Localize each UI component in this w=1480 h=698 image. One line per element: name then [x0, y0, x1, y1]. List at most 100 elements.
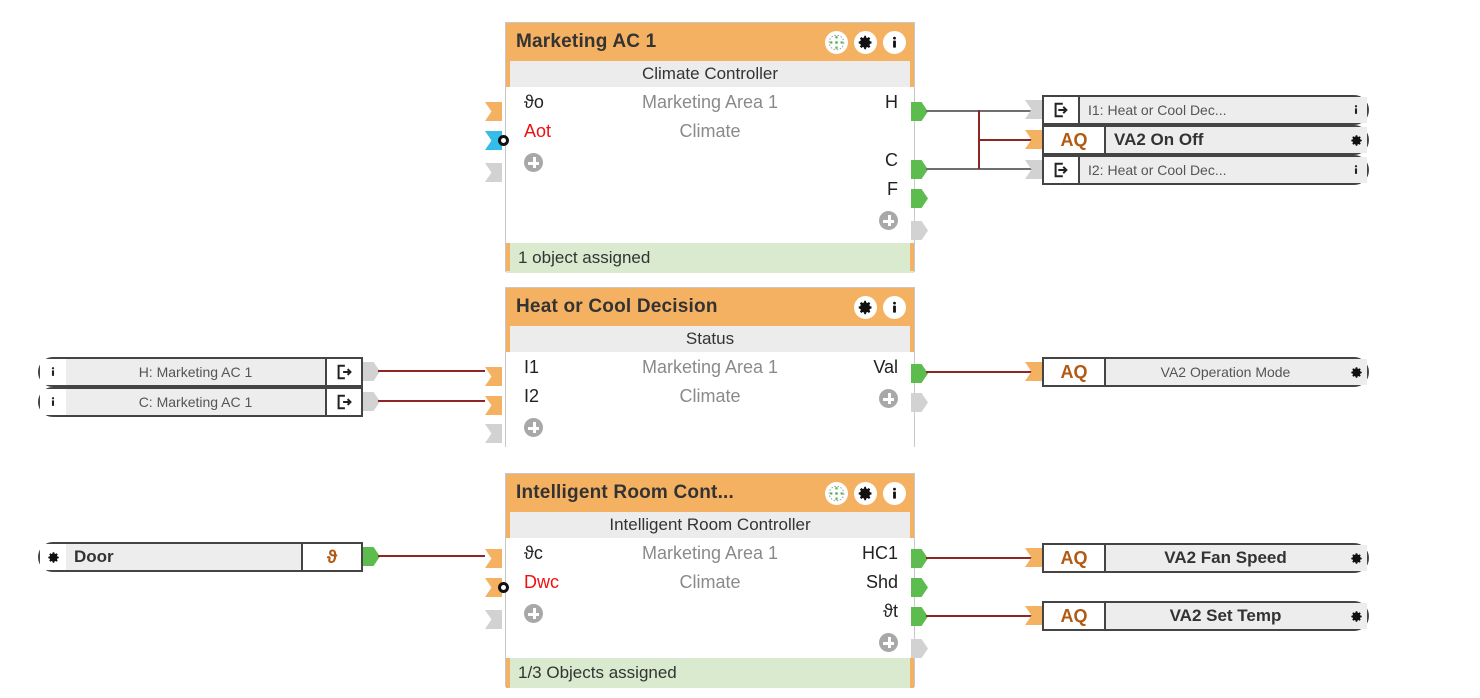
block-subtitle: Climate Controller	[641, 64, 779, 83]
node-label: I1: Heat or Cool Dec...	[1080, 97, 1345, 123]
input-port-i1[interactable]	[485, 367, 502, 386]
position-icon[interactable]	[825, 30, 848, 54]
node-va2-fan-speed[interactable]: AQ VA2 Fan Speed	[1042, 543, 1369, 573]
assignment-line-1: Marketing Area 1	[641, 357, 779, 377]
gear-icon[interactable]	[40, 544, 66, 570]
output-port-f[interactable]	[911, 189, 928, 208]
wire-val-to-operation-mode	[926, 371, 1041, 373]
block-subtitle-bar: Intelligent Room Controller	[506, 512, 914, 538]
add-input-button[interactable]	[524, 418, 543, 437]
aq-badge: AQ	[1044, 603, 1106, 629]
node-input-port-va2-set-temp[interactable]	[1025, 606, 1042, 625]
input-port-dwc[interactable]	[485, 578, 502, 597]
node-va2-set-temp[interactable]: AQ VA2 Set Temp	[1042, 601, 1369, 631]
node-i2-heat-or-cool-dec[interactable]: I2: Heat or Cool Dec...	[1042, 155, 1369, 185]
wire-to-va2-on-off	[978, 139, 1041, 141]
aq-badge: AQ	[1044, 359, 1106, 385]
wire-theta-t-to-set-temp	[926, 615, 1041, 617]
input-port-i2[interactable]	[485, 396, 502, 415]
gear-icon[interactable]	[1345, 545, 1367, 571]
add-output-button[interactable]	[879, 389, 898, 408]
node-label: VA2 Operation Mode	[1106, 359, 1345, 385]
output-port-c[interactable]	[911, 160, 928, 179]
info-icon[interactable]	[1345, 157, 1367, 183]
assignment-line-2: Climate	[679, 386, 741, 406]
input-port-aot[interactable]	[485, 131, 502, 150]
info-icon[interactable]	[1345, 97, 1367, 123]
gear-icon[interactable]	[1345, 359, 1367, 385]
node-label: VA2 On Off	[1106, 127, 1345, 153]
input-port-add[interactable]	[485, 424, 502, 443]
node-door[interactable]: Door ϑ	[38, 542, 363, 572]
node-output-port-h-ref[interactable]	[363, 362, 380, 381]
output-port-theta-t[interactable]	[911, 607, 928, 626]
input-port-add[interactable]	[485, 610, 502, 629]
node-output-port-c-ref[interactable]	[363, 392, 380, 411]
block-title: Heat or Cool Decision	[516, 296, 718, 317]
gear-icon[interactable]	[854, 295, 877, 319]
output-label-val: Val	[873, 357, 898, 377]
block-header[interactable]: Intelligent Room Cont...	[506, 474, 914, 512]
block-assignment-status: 1/3 Objects assigned	[518, 663, 677, 682]
input-port-theta-c[interactable]	[485, 549, 502, 568]
node-input-port-va2-operation-mode[interactable]	[1025, 362, 1042, 381]
block-marketing-ac-1[interactable]: Marketing AC 1	[505, 22, 915, 273]
input-label-theta-o: ϑo	[524, 92, 544, 112]
node-input-port-va2-on-off[interactable]	[1025, 130, 1042, 149]
block-footer: 1 object assigned	[506, 243, 914, 273]
wire-c-to-i2	[926, 168, 1041, 170]
node-input-port-va2-fan-speed[interactable]	[1025, 548, 1042, 567]
gear-icon[interactable]	[854, 481, 877, 505]
node-c-marketing-ac-1[interactable]: C: Marketing AC 1	[38, 387, 363, 417]
info-icon[interactable]	[883, 295, 906, 319]
block-header-icons	[854, 295, 914, 319]
input-port-theta-o[interactable]	[485, 102, 502, 121]
input-label-aot: Aot	[524, 121, 552, 141]
node-label: VA2 Fan Speed	[1106, 545, 1345, 571]
block-header[interactable]: Heat or Cool Decision	[506, 288, 914, 326]
position-icon[interactable]	[825, 481, 848, 505]
info-icon[interactable]	[883, 481, 906, 505]
block-body: Marketing Area 1 Climate ϑc Dwc HC1 Shd …	[506, 538, 914, 658]
add-output-button[interactable]	[879, 633, 898, 652]
gear-icon[interactable]	[854, 30, 877, 54]
gear-icon[interactable]	[1345, 127, 1367, 153]
block-header-icons	[825, 30, 914, 54]
node-label: I2: Heat or Cool Dec...	[1080, 157, 1345, 183]
block-body: Marketing Area 1 Climate ϑo Aot H C F	[506, 87, 914, 243]
input-port-add[interactable]	[485, 163, 502, 182]
node-h-marketing-ac-1[interactable]: H: Marketing AC 1	[38, 357, 363, 387]
assignment-line-1: Marketing Area 1	[641, 543, 779, 563]
node-input-port-i1[interactable]	[1025, 100, 1042, 119]
info-icon[interactable]	[40, 359, 66, 385]
node-va2-operation-mode[interactable]: AQ VA2 Operation Mode	[1042, 357, 1369, 387]
output-port-add[interactable]	[911, 639, 928, 658]
add-output-button[interactable]	[879, 211, 898, 230]
node-va2-on-off[interactable]: AQ VA2 On Off	[1042, 125, 1369, 155]
export-icon	[325, 359, 361, 385]
input-label-i2: I2	[524, 386, 540, 406]
wire-door-to-theta-c	[378, 555, 485, 557]
node-input-port-i2[interactable]	[1025, 160, 1042, 179]
block-header[interactable]: Marketing AC 1	[506, 23, 914, 61]
output-port-hc1[interactable]	[911, 549, 928, 568]
add-input-button[interactable]	[524, 604, 543, 623]
add-input-button[interactable]	[524, 153, 543, 172]
block-intelligent-room-controller[interactable]: Intelligent Room Cont...	[505, 473, 915, 688]
info-icon[interactable]	[40, 389, 66, 415]
output-port-add[interactable]	[911, 393, 928, 412]
input-label-i1: I1	[524, 357, 540, 377]
output-port-val[interactable]	[911, 364, 928, 383]
info-icon[interactable]	[883, 30, 906, 54]
node-unit-label: ϑ	[301, 544, 361, 570]
block-heat-or-cool-decision[interactable]: Heat or Cool Decision Status Marketing A…	[505, 287, 915, 448]
node-i1-heat-or-cool-dec[interactable]: I1: Heat or Cool Dec...	[1042, 95, 1369, 125]
output-port-h[interactable]	[911, 102, 928, 121]
gear-icon[interactable]	[1345, 603, 1367, 629]
block-body: Marketing Area 1 Climate I1 I2 Val	[506, 352, 914, 448]
node-output-port-door[interactable]	[363, 547, 380, 566]
output-port-shd[interactable]	[911, 578, 928, 597]
input-label-theta-c: ϑc	[524, 543, 543, 563]
block-footer: 1/3 Objects assigned	[506, 658, 914, 688]
output-port-add[interactable]	[911, 221, 928, 240]
